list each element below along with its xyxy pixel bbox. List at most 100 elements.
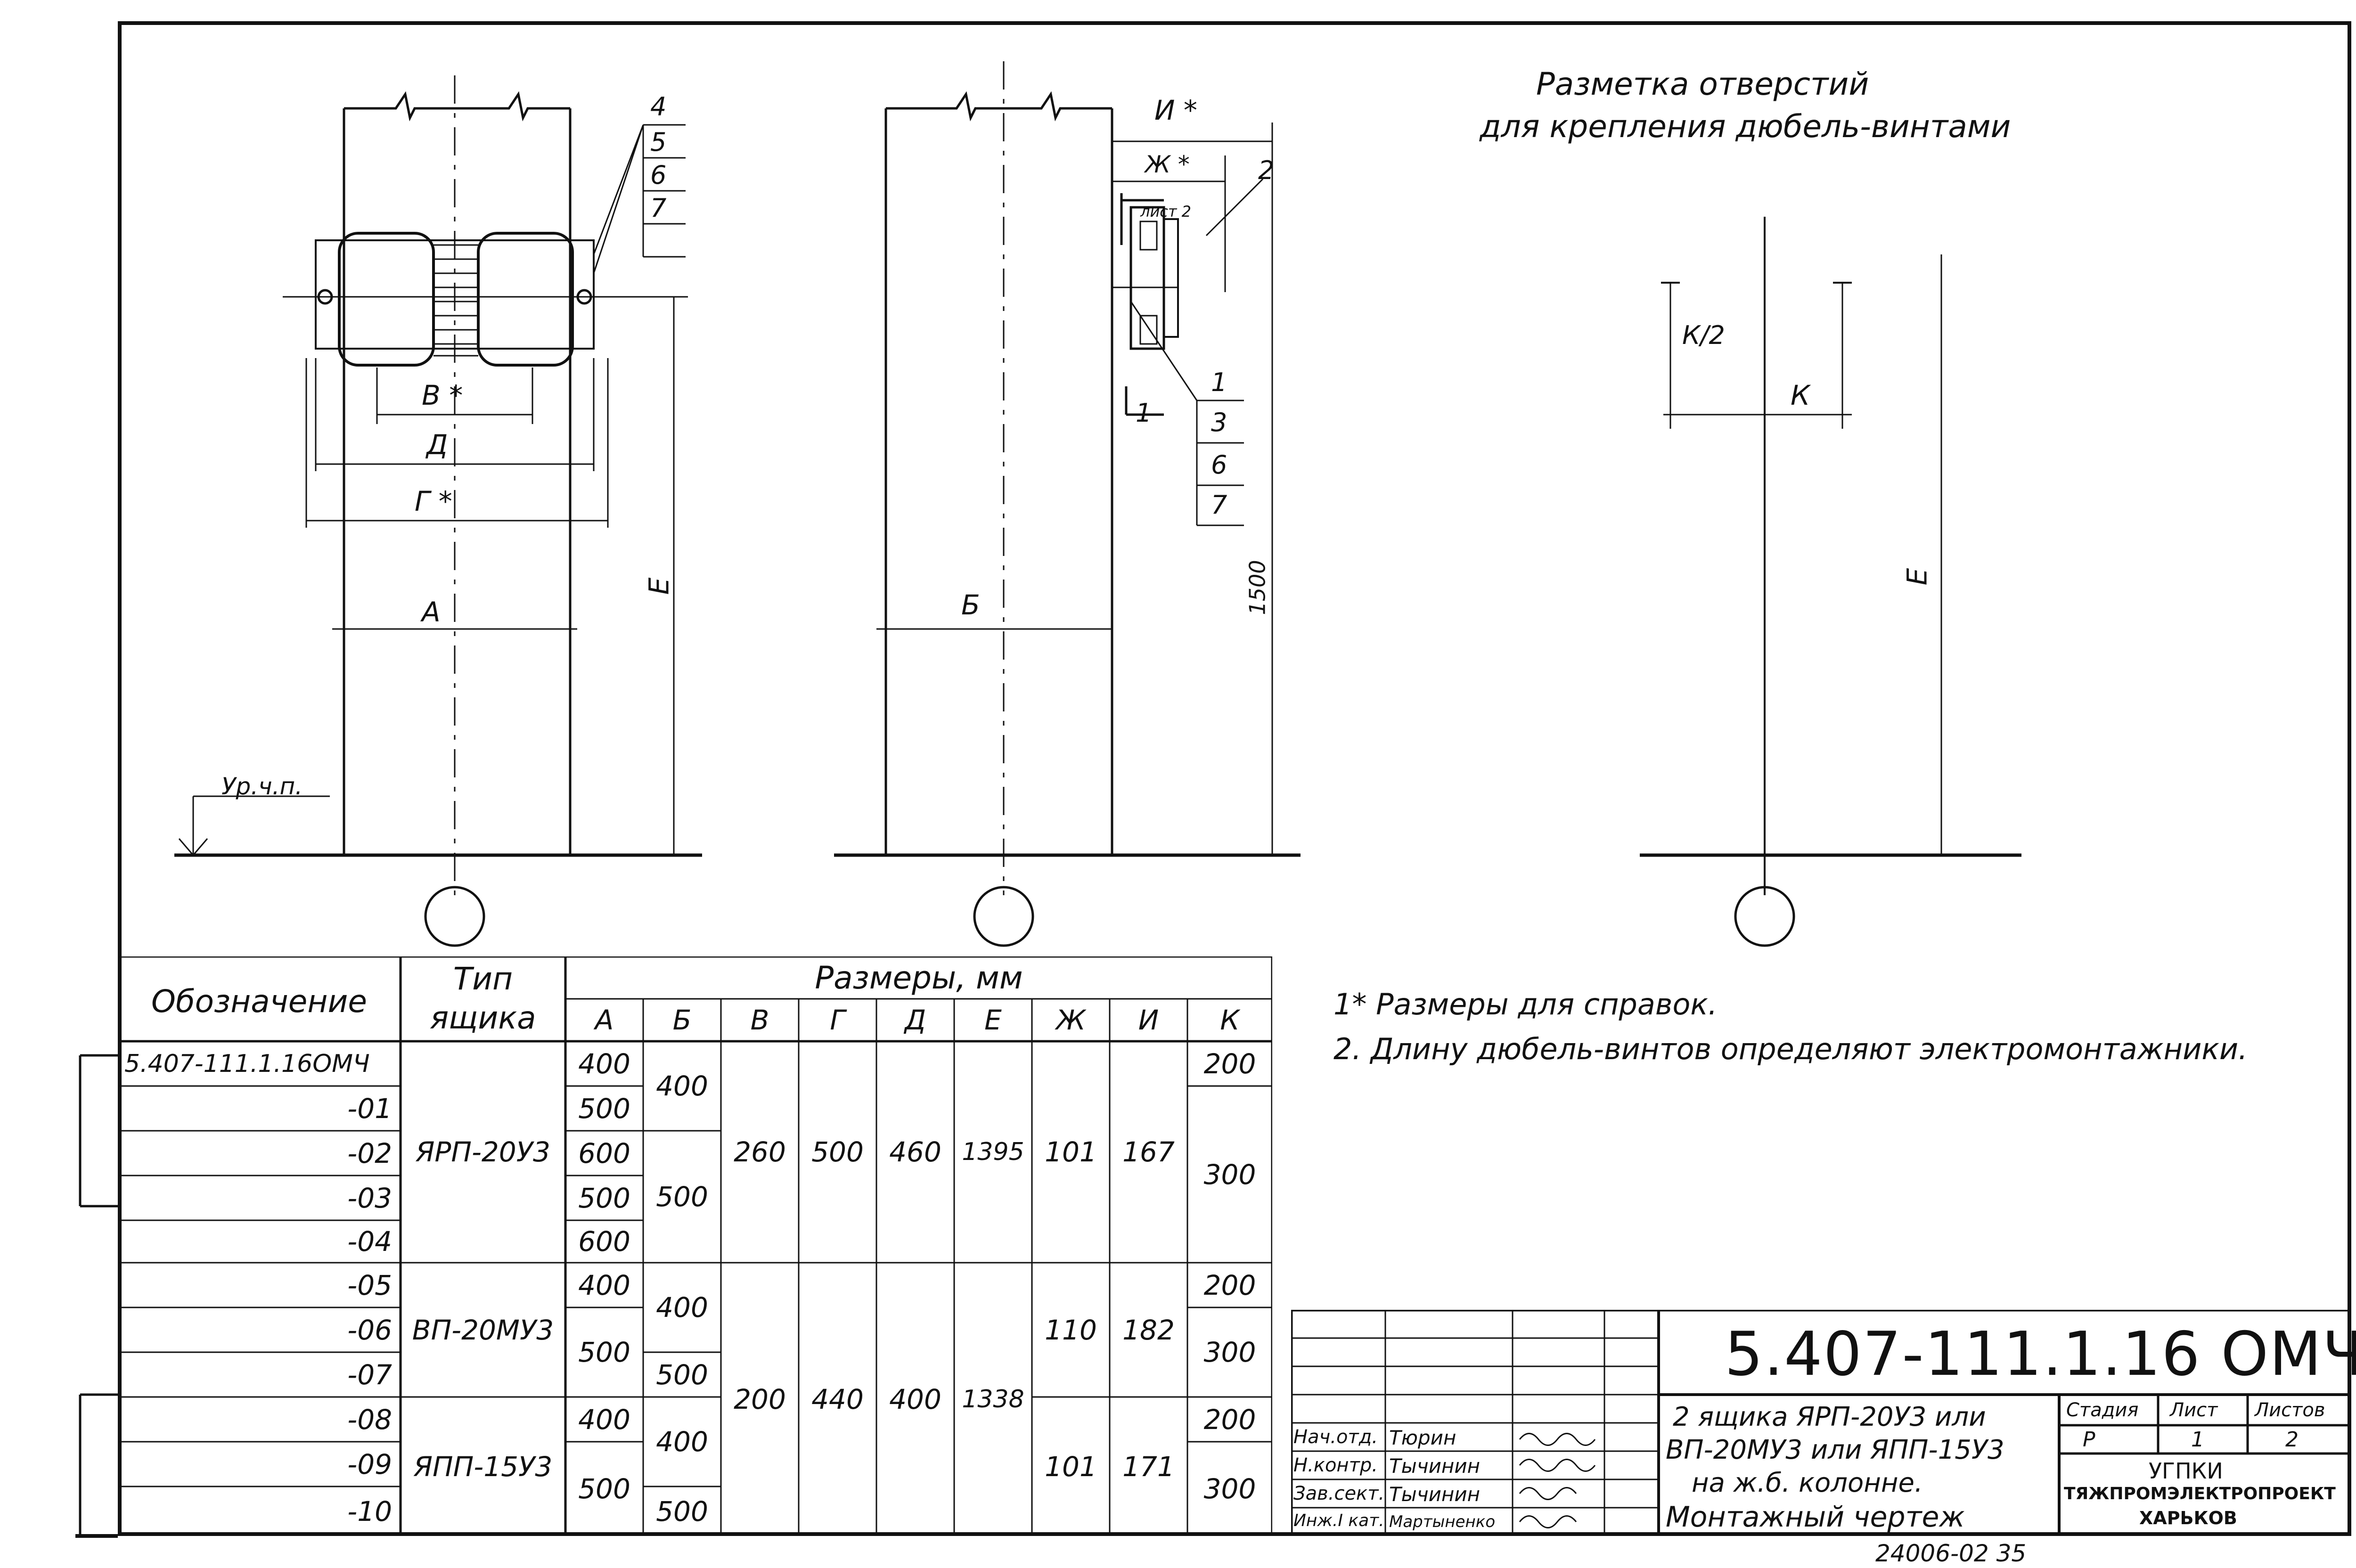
- header-designation: Обозначение: [151, 983, 367, 1020]
- cell-a: 400: [578, 1047, 630, 1080]
- marking-title-line2: для крепления дюбель-винтами: [1480, 108, 2011, 145]
- dim-e-label: Е: [643, 577, 675, 595]
- name-sector-head: Тычинин: [1389, 1483, 1481, 1506]
- cell-a: 400: [578, 1269, 630, 1301]
- role-dept-head: Нач.отд.: [1293, 1426, 1378, 1448]
- dim-a-label: А: [422, 596, 441, 628]
- callout-side-6: 6: [1211, 450, 1227, 480]
- type-yapp: ЯПП-15У3: [413, 1450, 553, 1483]
- designation-07: -07: [347, 1358, 392, 1391]
- cell-zh: 101: [1045, 1136, 1097, 1168]
- cell-v: 200: [734, 1383, 786, 1415]
- cell-b: 500: [656, 1358, 708, 1391]
- sheet-value: 1: [2191, 1428, 2204, 1452]
- cell-i: 182: [1122, 1314, 1175, 1346]
- designation-04: -04: [347, 1225, 392, 1258]
- section-ref-label: 1: [1136, 398, 1152, 428]
- spec-table-grid: [118, 956, 1272, 1536]
- header-type-line1: Тип: [453, 961, 513, 997]
- header-sizes: Размеры, мм: [815, 959, 1023, 996]
- cell-a: 600: [578, 1225, 630, 1258]
- callout-side-2: 2: [1258, 155, 1275, 185]
- cell-zh: 101: [1045, 1450, 1097, 1483]
- ground-level-label: Ур.ч.п.: [221, 773, 303, 800]
- type-yarp: ЯРП-20У3: [416, 1136, 550, 1168]
- col-b-header: Б: [672, 1004, 692, 1036]
- title-name-line3: на ж.б. колонне.: [1692, 1468, 1923, 1498]
- cell-k: 200: [1203, 1403, 1256, 1436]
- callout-4: 4: [650, 92, 667, 122]
- cell-k: 300: [1203, 1473, 1256, 1505]
- dim-b-label: Б: [961, 589, 980, 621]
- dim-1500-label: 1500: [1244, 560, 1270, 615]
- col-k-header: К: [1220, 1004, 1240, 1036]
- designation-03: -03: [347, 1182, 392, 1214]
- callout-5: 5: [650, 127, 667, 157]
- stage-header: Стадия: [2066, 1399, 2139, 1421]
- designation-06: -06: [347, 1314, 392, 1346]
- title-code: 5.407-111.1.16 ОМЧ: [1725, 1319, 2356, 1389]
- sheet-frame: [118, 21, 2351, 1536]
- sheet-ref-label: лист 2: [1140, 203, 1192, 220]
- cell-a: 500: [578, 1336, 630, 1368]
- org-line3: ХАРЬКОВ: [2139, 1508, 2237, 1528]
- title-name-line4: Монтажный чертеж: [1666, 1501, 1965, 1534]
- stage-value: Р: [2083, 1428, 2095, 1452]
- type-vp: ВП-20МУ3: [412, 1314, 554, 1346]
- name-engineer: Мартыненко: [1389, 1512, 1496, 1531]
- cell-d: 400: [889, 1383, 941, 1415]
- cell-b: 400: [656, 1426, 708, 1458]
- dim-i-label: И *: [1154, 94, 1197, 126]
- callout-6: 6: [650, 160, 667, 190]
- dim-k-label: К: [1791, 379, 1810, 411]
- dim-zh-label: Ж *: [1145, 151, 1190, 178]
- col-a-header: А: [595, 1004, 614, 1036]
- org-line1: УГПКИ: [2149, 1458, 2223, 1484]
- dim-g-label: Г *: [415, 485, 452, 517]
- cell-e: 1395: [962, 1138, 1024, 1166]
- name-norm-control: Тычинин: [1389, 1454, 1481, 1478]
- cell-zh: 110: [1045, 1314, 1097, 1346]
- callout-7: 7: [650, 193, 667, 223]
- designation-08: -08: [347, 1403, 392, 1436]
- callout-side-3: 3: [1211, 408, 1227, 437]
- note-1: 1* Размеры для справок.: [1333, 987, 1718, 1021]
- cell-k: 300: [1203, 1158, 1256, 1191]
- title-block-grid: [1291, 1310, 2351, 1536]
- header-type-line2: ящика: [430, 999, 536, 1036]
- cell-k: 200: [1203, 1269, 1256, 1301]
- dim-v-label: В *: [422, 379, 463, 411]
- col-i-header: И: [1138, 1004, 1159, 1036]
- title-name-line2: ВП-20МУ3 или ЯПП-15У3: [1666, 1435, 2004, 1465]
- cell-g: 500: [811, 1136, 864, 1168]
- cell-k: 200: [1203, 1047, 1256, 1080]
- marking-title-line1: Разметка отверстий: [1536, 66, 1869, 102]
- cell-k: 300: [1203, 1336, 1256, 1368]
- spec-table: Обозначение Тип ящика Размеры, мм А Б В …: [118, 956, 1272, 1536]
- cell-b: 500: [656, 1181, 708, 1213]
- designation-02: -02: [347, 1137, 392, 1169]
- dim-d-label: Д: [426, 429, 448, 461]
- designation-10: -10: [347, 1495, 392, 1527]
- cell-a: 400: [578, 1403, 630, 1436]
- note-2: 2. Длину дюбель-винтов определяют электр…: [1333, 1032, 2248, 1066]
- name-dept-head: Тюрин: [1389, 1426, 1456, 1449]
- role-sector-head: Зав.сект.: [1293, 1483, 1385, 1504]
- designation-01: -01: [347, 1092, 392, 1125]
- org-line2: ТЯЖПРОМЭЛЕКТРОПРОЕКТ: [2064, 1484, 2336, 1503]
- title-name-line1: 2 ящика ЯРП-20У3 или: [1673, 1402, 1986, 1432]
- col-d-header: Д: [904, 1004, 926, 1036]
- col-zh-header: Ж: [1056, 1004, 1086, 1036]
- designation-09: -09: [347, 1448, 392, 1480]
- role-engineer: Инж.I кат.: [1293, 1511, 1384, 1530]
- cell-a: 500: [578, 1182, 630, 1214]
- dim-k2-label: К/2: [1682, 320, 1725, 350]
- role-norm-control: Н.контр.: [1293, 1454, 1378, 1476]
- cell-e: 1338: [962, 1385, 1024, 1413]
- cell-b: 400: [656, 1291, 708, 1323]
- designation-05: -05: [347, 1269, 392, 1301]
- cell-i: 171: [1122, 1450, 1175, 1483]
- sheets-header: Листов: [2255, 1399, 2325, 1421]
